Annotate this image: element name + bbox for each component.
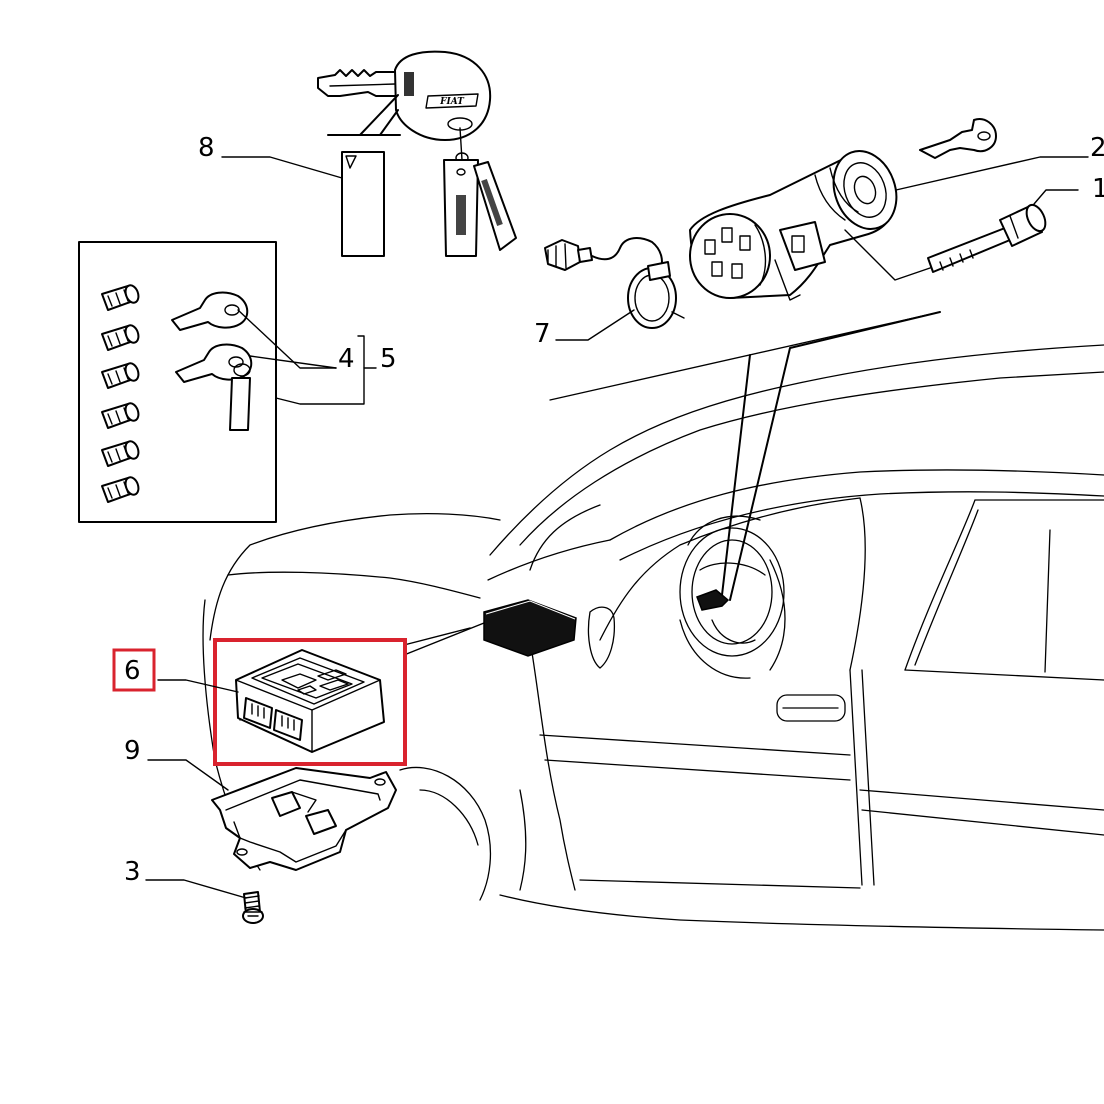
- callout-4: 4: [338, 344, 355, 374]
- mounting-bracket[interactable]: [211, 767, 397, 871]
- callout-2: 2: [1090, 133, 1104, 163]
- callout-1: 1: [1092, 174, 1104, 204]
- callout-9: 9: [124, 736, 141, 766]
- lock-set-box[interactable]: [78, 241, 277, 523]
- callout-6-highlight: [112, 648, 156, 692]
- antenna-coil[interactable]: [544, 237, 685, 329]
- immobilizer-control-unit[interactable]: [235, 649, 385, 753]
- car-outline: [202, 311, 1104, 931]
- svg-text:FIAT: FIAT: [439, 97, 465, 107]
- ignition-location-pointer: [721, 311, 941, 601]
- fiat-logo: FIAT: [425, 93, 479, 109]
- callout-labels: 1 2 3 4 5 6 7 8 9: [124, 133, 1104, 887]
- callout-3: 3: [124, 857, 141, 887]
- spare-keys: [171, 291, 253, 431]
- callout-8: 8: [198, 133, 215, 163]
- immobilizer-location-marker: [403, 599, 577, 657]
- key-with-fob[interactable]: FIAT: [317, 50, 517, 257]
- ignition-switch[interactable]: [689, 118, 997, 301]
- callout-6: 6: [124, 656, 141, 686]
- screw[interactable]: [242, 891, 264, 924]
- leader-6: [157, 679, 239, 693]
- leader-lines: [145, 156, 1089, 899]
- ignition-location-marker: [696, 589, 730, 611]
- callout-7: 7: [534, 319, 551, 349]
- highlight-box: [213, 638, 407, 766]
- leaders-4-5: [237, 309, 377, 405]
- callout-5: 5: [380, 344, 397, 374]
- code-card[interactable]: [327, 94, 401, 257]
- shear-bolt[interactable]: [927, 202, 1049, 273]
- lock-cylinders: [101, 284, 140, 503]
